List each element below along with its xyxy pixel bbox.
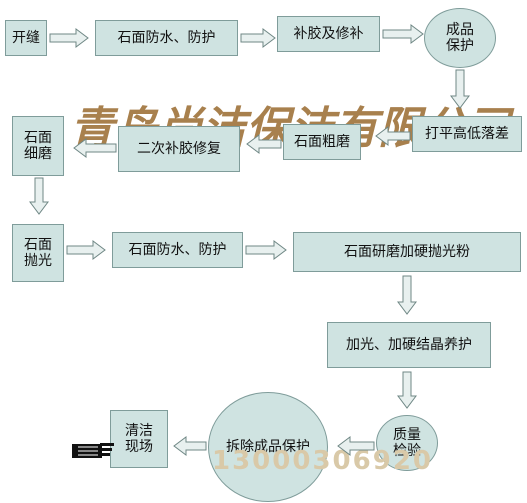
arrow-10 (245, 240, 287, 260)
arrow-6 (246, 134, 282, 154)
node-fine-grind: 石面 细磨 (12, 116, 64, 176)
node-polish: 石面 抛光 (12, 224, 64, 282)
arrow-8 (29, 177, 49, 215)
node-quality-check: 质量 检验 (376, 415, 438, 471)
node-second-fill: 二次补胶修复 (118, 126, 240, 172)
arrow-1 (49, 28, 89, 48)
node-waterproof-1: 石面防水、防护 (95, 20, 238, 56)
node-fill-repair: 补胶及修补 (277, 16, 380, 52)
node-hard-powder: 石面研磨加硬抛光粉 (293, 232, 521, 272)
node-protect-finished: 成品 保护 (424, 8, 496, 68)
node-level-height: 打平高低落差 (412, 116, 522, 152)
arrow-5 (375, 126, 411, 146)
node-open-seam: 开缝 (5, 20, 47, 56)
arrow-14 (173, 436, 207, 456)
node-remove-protection: 拆除成品保护 (208, 392, 328, 502)
node-crystal-care: 加光、加硬结晶养护 (327, 322, 491, 368)
arrow-11 (397, 275, 417, 315)
node-clean-site: 清洁 现场 (110, 410, 168, 468)
arrow-13 (337, 436, 375, 456)
arrow-9 (66, 240, 106, 260)
arrow-2 (240, 28, 276, 48)
node-stone-grind: 石面粗磨 (283, 124, 361, 160)
pointing-hand-icon (72, 443, 114, 458)
arrow-3 (382, 24, 424, 44)
arrow-4 (450, 69, 470, 109)
arrow-12 (397, 371, 417, 409)
node-waterproof-2: 石面防水、防护 (112, 232, 243, 268)
arrow-7 (73, 138, 117, 158)
